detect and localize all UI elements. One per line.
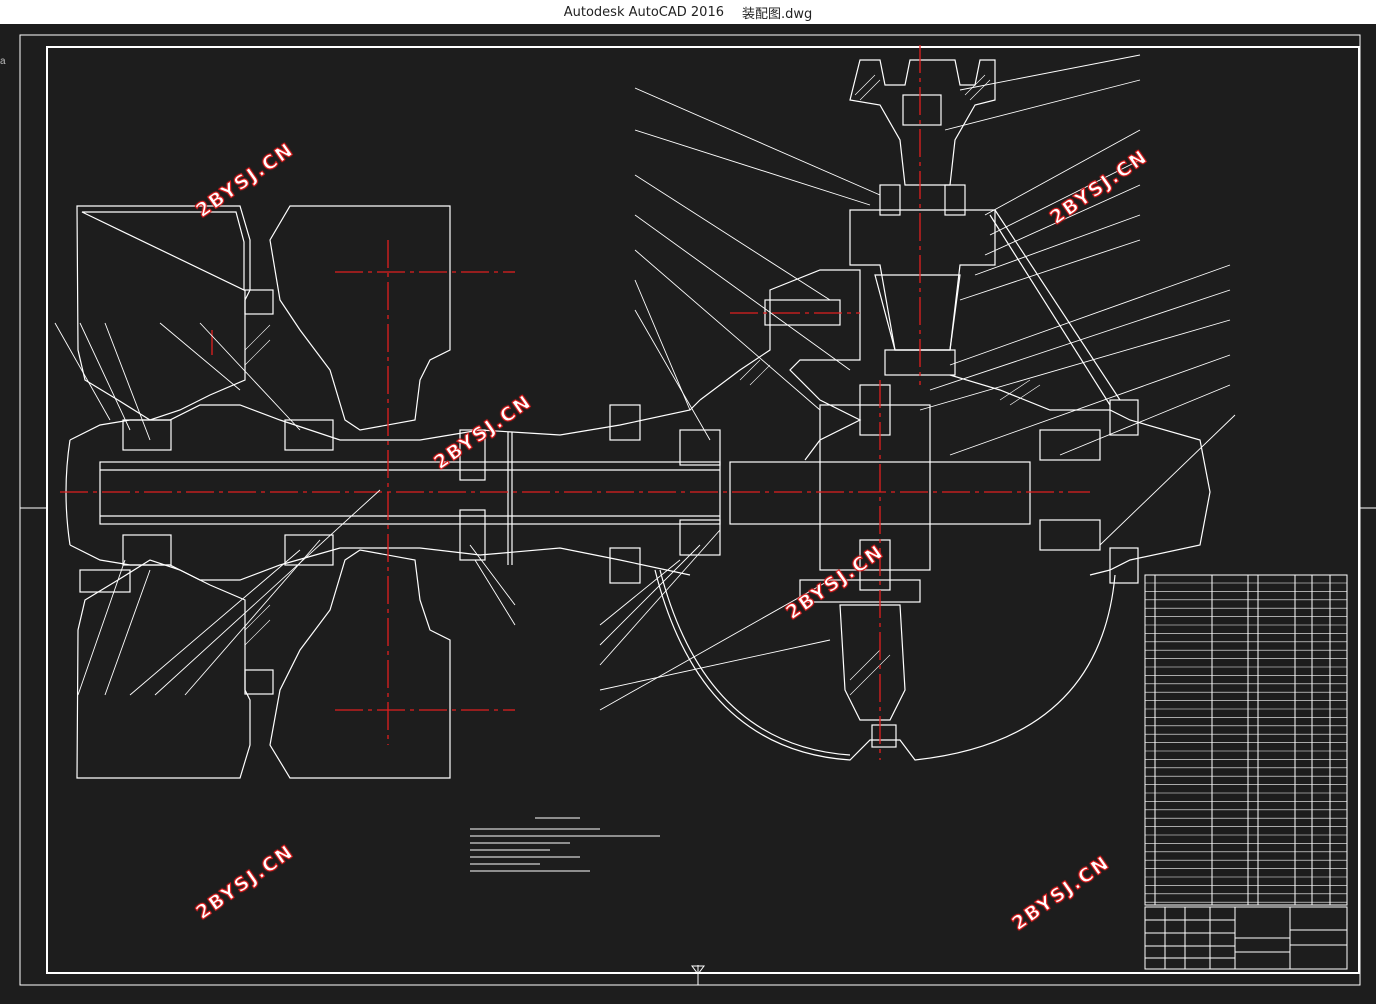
hub-assembly xyxy=(65,205,721,779)
app-title: Autodesk AutoCAD 2016 xyxy=(563,4,724,20)
title-block xyxy=(1144,906,1348,970)
technical-notes xyxy=(470,817,660,872)
window-titlebar: Autodesk AutoCAD 2016 装配图.dwg xyxy=(0,0,1376,24)
parts-list-rows xyxy=(1145,582,1347,903)
differential-housing xyxy=(654,59,1211,761)
leader-lines xyxy=(54,54,1236,711)
drawing-frame xyxy=(19,34,1376,986)
assembly-drawing xyxy=(19,34,1376,986)
side-mark: a xyxy=(0,56,6,67)
drawing-canvas[interactable]: a xyxy=(0,24,1376,1004)
parts-list-table xyxy=(1144,574,1348,906)
section-hatching xyxy=(244,74,1041,696)
centerlines xyxy=(60,45,1090,760)
file-name: 装配图.dwg xyxy=(741,6,813,22)
